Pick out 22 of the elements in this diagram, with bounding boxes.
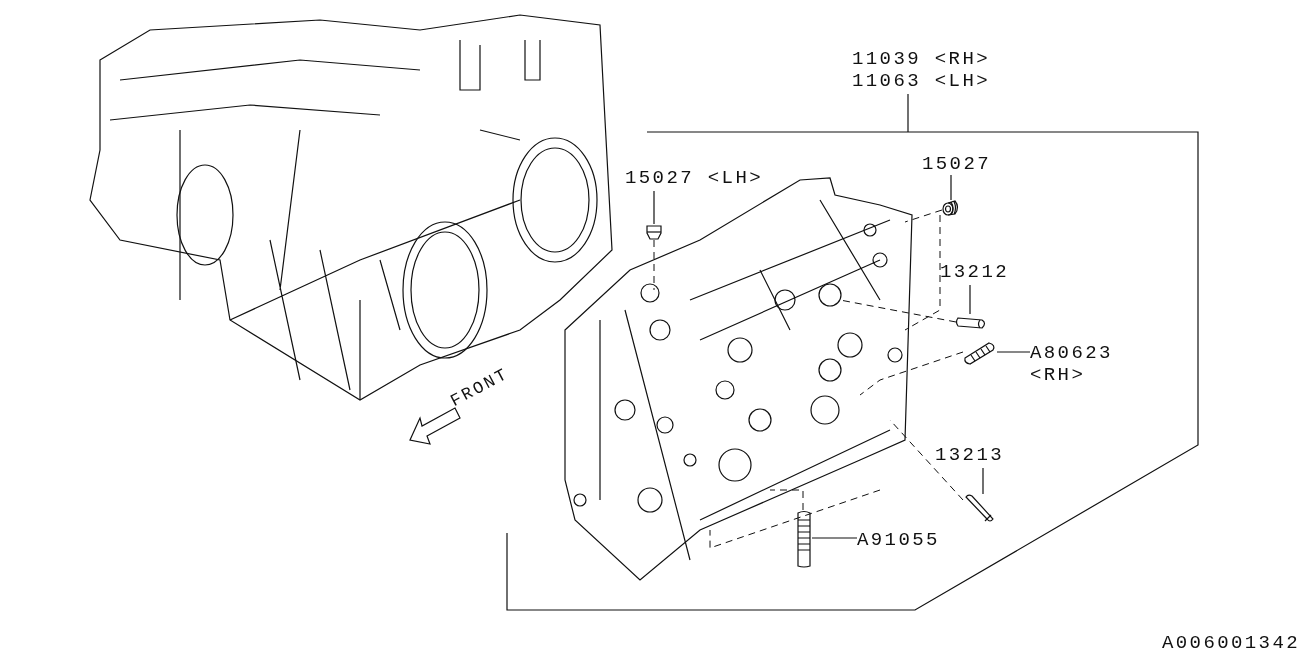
part-number: 15027 — [922, 153, 992, 175]
part-number: 13213 — [935, 444, 1005, 466]
part-number: A80623 <RH> — [1030, 342, 1114, 386]
leader-line — [653, 190, 655, 225]
part-number: 15027 <LH> — [625, 167, 765, 189]
leader-line — [969, 284, 971, 315]
part-number: 11063 <LH> — [852, 70, 992, 92]
part-drawing — [796, 510, 812, 568]
leader-line — [996, 351, 1031, 353]
leader-line — [907, 93, 909, 133]
part-number: 11039 <RH> — [852, 48, 992, 70]
part-drawing — [963, 340, 997, 364]
part-number: 13212 — [940, 261, 1010, 283]
drawing-number: A006001342 — [1162, 632, 1301, 653]
part-drawing — [963, 494, 995, 524]
leader-line — [811, 537, 858, 539]
leader-line — [950, 174, 952, 201]
part-number: A91055 — [857, 529, 941, 551]
part-drawing — [646, 224, 662, 240]
leader-line — [982, 467, 984, 495]
part-drawing — [942, 200, 960, 216]
part-drawing — [956, 314, 988, 330]
